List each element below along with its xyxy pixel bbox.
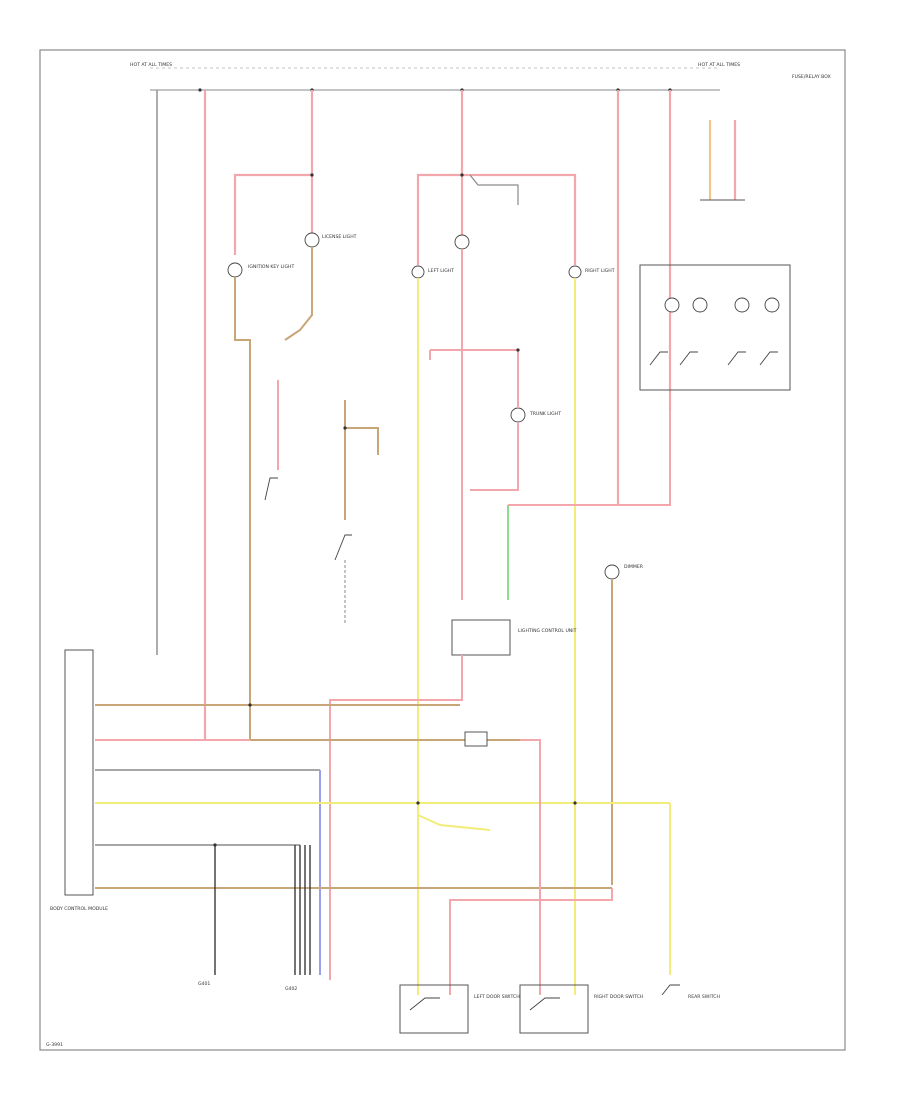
wire-tan-branch — [345, 427, 379, 455]
wire-red-branch-a — [233, 173, 312, 255]
wire-black-bundle — [294, 845, 311, 975]
wire-red-door-left — [449, 888, 613, 995]
license-light-label: LICENSE LIGHT — [322, 234, 357, 240]
left-light-label: LEFT LIGHT — [428, 268, 454, 274]
body-control-box — [64, 649, 94, 896]
lamp-ignition-key-icon — [227, 262, 243, 278]
lamp-right-icon — [568, 265, 582, 279]
right-light-label: RIGHT LIGHT — [585, 268, 615, 274]
ground-b-label: G402 — [285, 986, 297, 992]
dimmer-label: DIMMER — [624, 564, 644, 570]
lamp-cluster-3-icon — [734, 297, 750, 313]
wire-red-trunk — [430, 349, 519, 408]
lamp-license-icon — [304, 232, 320, 248]
junction-dots — [213, 173, 577, 847]
lighting-control-box — [451, 619, 511, 656]
ignition-key-light-label: IGNITION KEY LIGHT — [248, 264, 294, 270]
switch-center-icon — [334, 534, 352, 561]
wire-red-cluster — [508, 395, 671, 506]
right-door-switch-icon — [529, 997, 560, 1011]
cluster-switches — [649, 351, 778, 366]
wire-red-trunk-return — [470, 422, 519, 491]
wire-red-door-right — [520, 739, 541, 995]
left-door-switch-label: LEFT DOOR SWITCH — [474, 994, 520, 1000]
left-door-switch-icon — [409, 997, 440, 1011]
lighting-control-label: LIGHTING CONTROL UNIT — [518, 628, 577, 634]
lamp-trunk-icon — [510, 407, 526, 423]
lamp-dimmer-icon — [604, 564, 620, 580]
connector-center-icon — [464, 731, 488, 747]
diagram-frame — [39, 49, 846, 1051]
wire-yellow-diag — [417, 814, 491, 831]
wire-red-branch-b — [416, 173, 462, 265]
top-left-bus-label: HOT AT ALL TIMES — [130, 62, 172, 68]
right-door-switch-label: RIGHT DOOR SWITCH — [594, 994, 643, 1000]
instrument-cluster-box — [639, 264, 791, 391]
wire-gray-branch — [469, 174, 519, 205]
fuse-block-label: FUSE/RELAY BOX — [792, 74, 831, 80]
lamp-cluster-1-icon — [664, 297, 680, 313]
lamp-cluster-2-icon — [692, 297, 708, 313]
top-right-bus-label: HOT AT ALL TIMES — [698, 62, 740, 68]
lamp-left-icon — [411, 265, 425, 279]
corner-reference: G-3991 — [46, 1042, 63, 1048]
left-door-switch-box — [399, 984, 469, 1034]
wire-red-long — [329, 655, 463, 980]
switch-left-icon — [264, 477, 278, 501]
right-door-switch-box — [519, 984, 589, 1034]
lamp-center-icon — [454, 234, 470, 250]
rear-switch-label: REAR SWITCH — [688, 994, 720, 1000]
wire-red-branch-c — [462, 173, 577, 265]
trunk-light-label: TRUNK LIGHT — [529, 411, 561, 417]
lamps — [227, 232, 780, 580]
ground-a-label: G401 — [198, 981, 210, 987]
wire-tan-ignition — [234, 277, 251, 740]
rear-switch-icon — [661, 984, 680, 996]
lamp-cluster-4-icon — [764, 297, 780, 313]
wire-tan-license — [284, 247, 313, 341]
body-control-label: BODY CONTROL MODULE — [50, 906, 108, 912]
